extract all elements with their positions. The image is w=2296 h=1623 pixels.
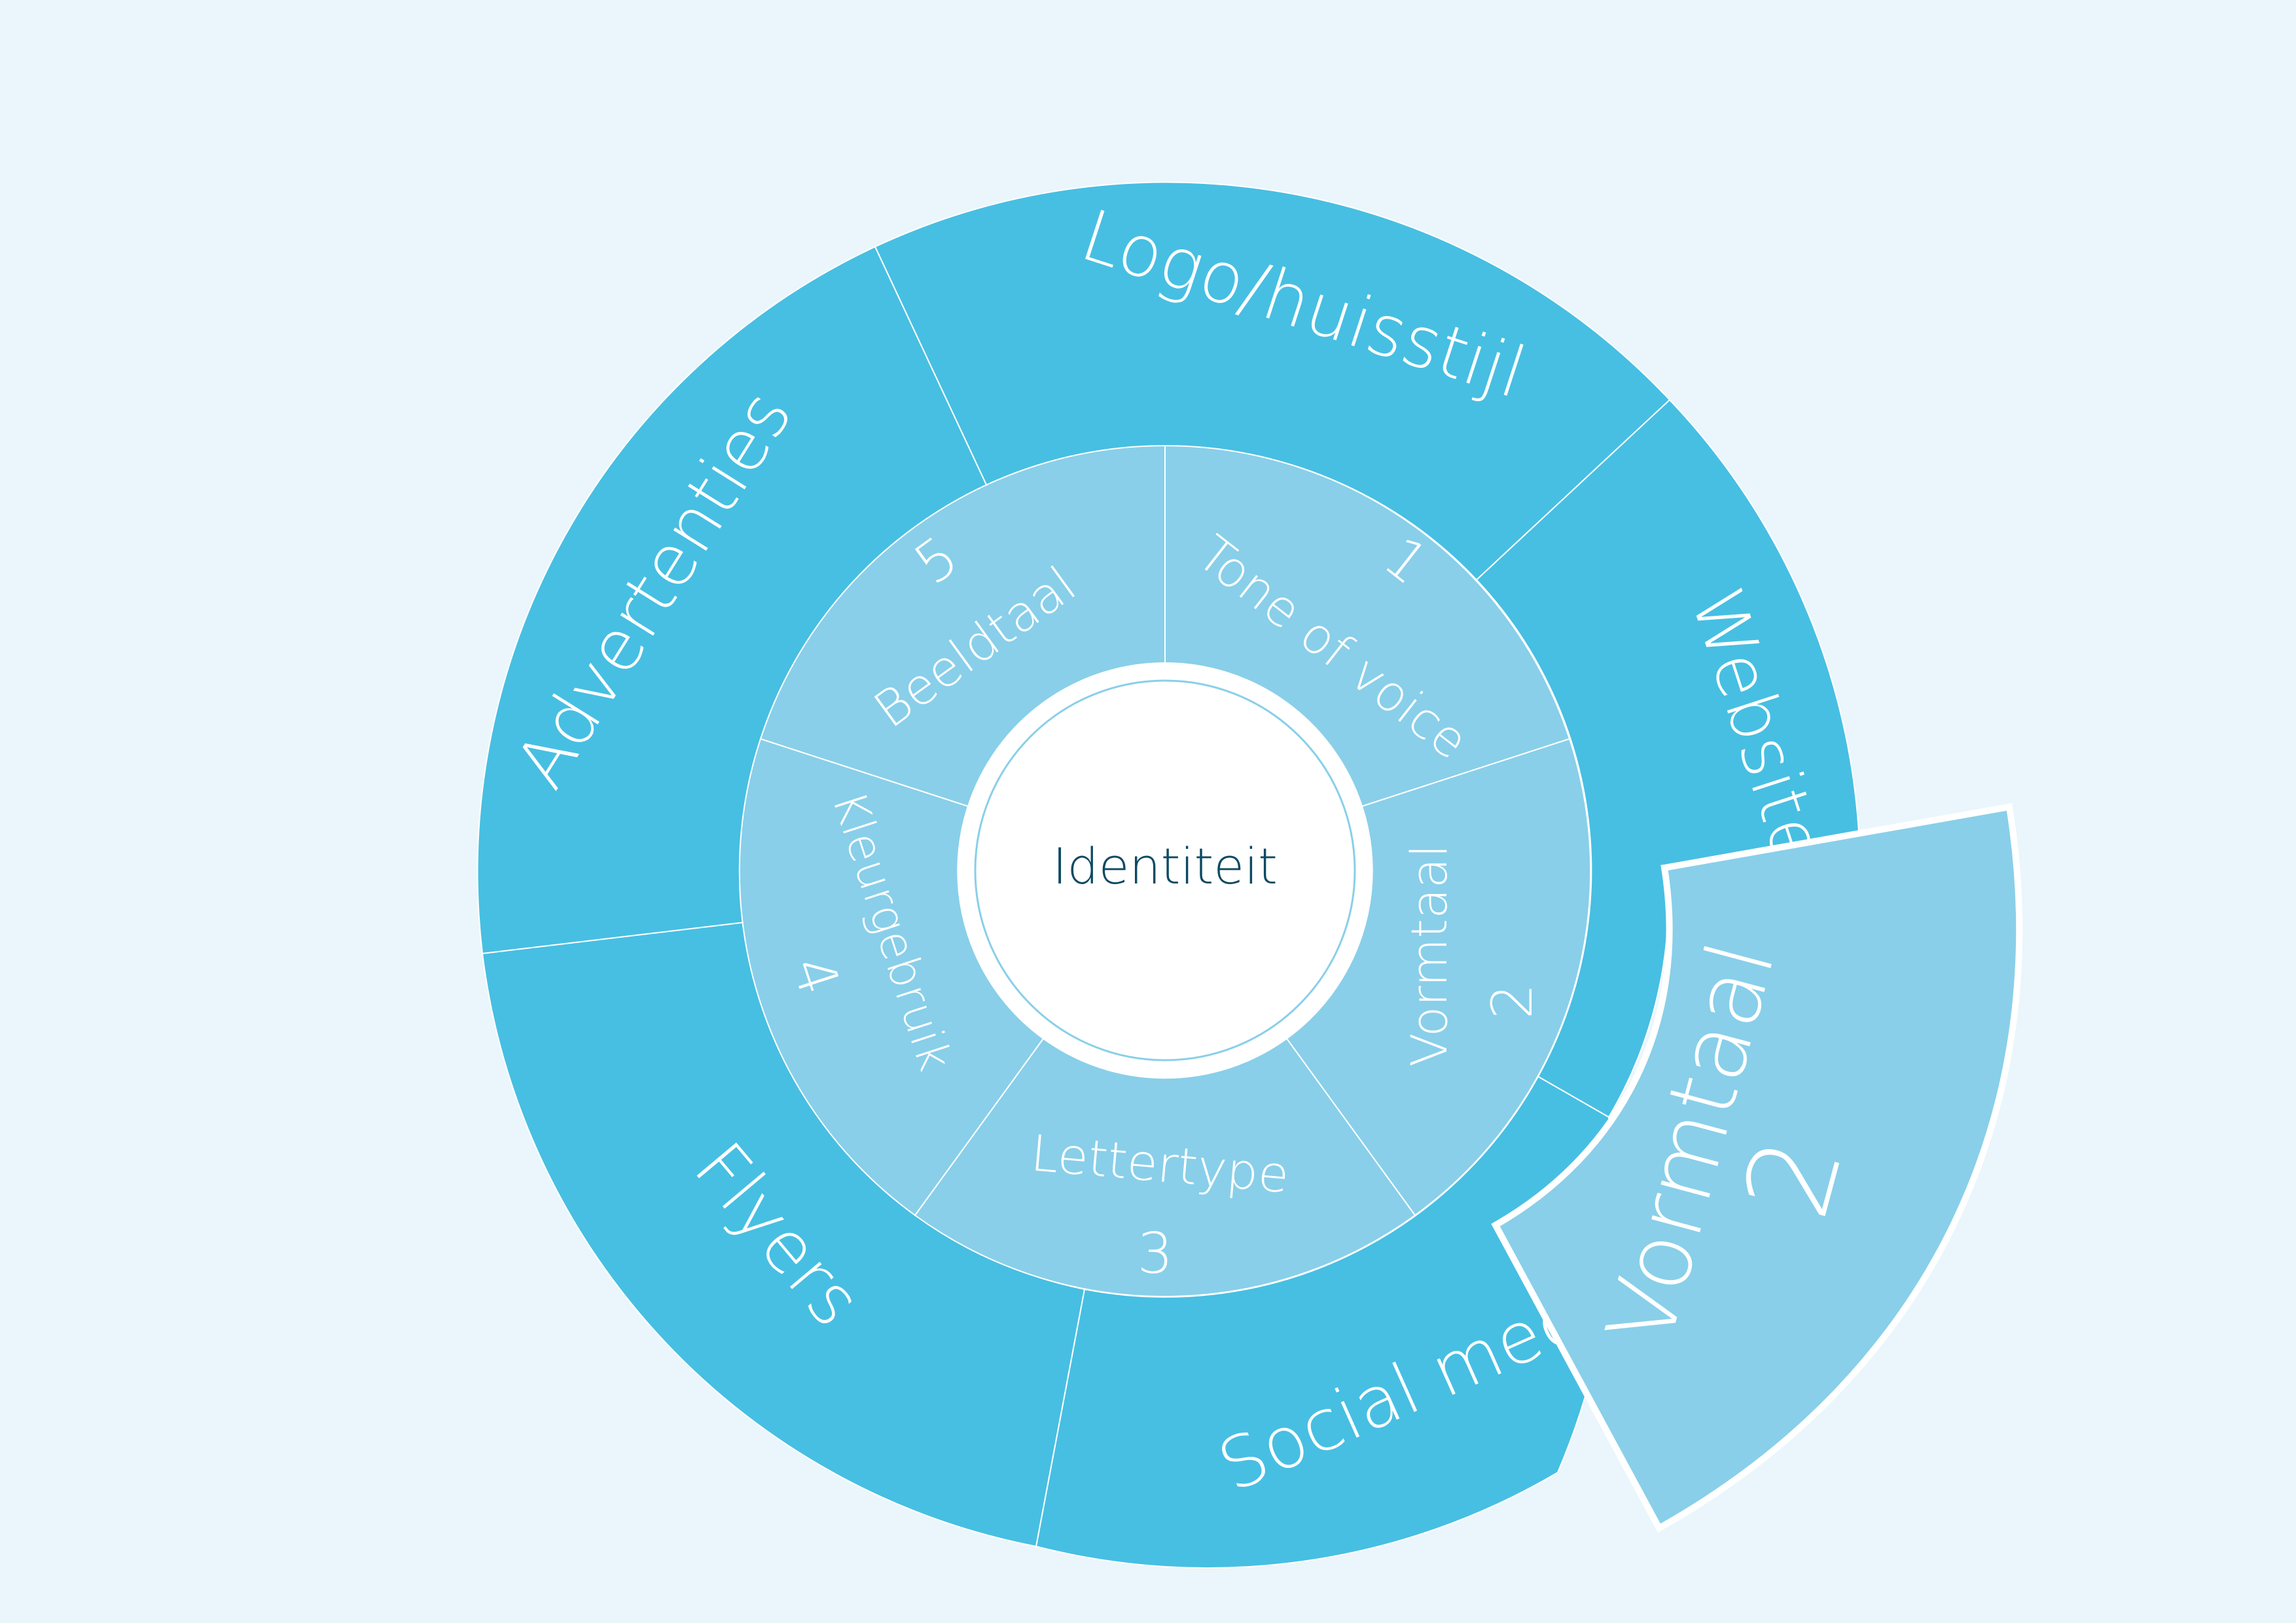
outer-segment-website[interactable] [1475, 399, 1861, 1118]
highlight-segment-shape[interactable] [1491, 803, 2023, 1533]
inner-label-vormtaal: Vormtaal [1400, 844, 1458, 1067]
inner-number-3: 3 [1138, 1221, 1174, 1287]
inner-segment-lettertype[interactable] [914, 1037, 1416, 1298]
outer-ring [476, 181, 1861, 1569]
inner-number-2: 2 [1480, 984, 1545, 1020]
center-node: Identiteit [958, 663, 1372, 1078]
center-label: Identiteit [1052, 837, 1278, 895]
center-inner-circle [974, 679, 1356, 1061]
